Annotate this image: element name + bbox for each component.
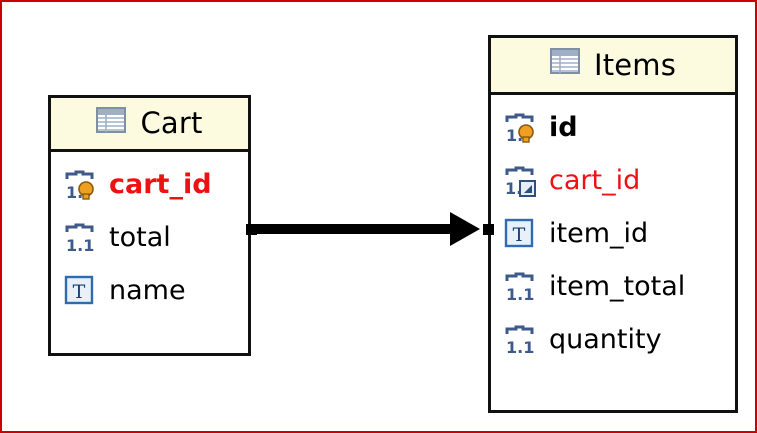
entity-items-title: Items bbox=[593, 47, 677, 82]
attribute-label: cart_id bbox=[109, 169, 212, 200]
entity-cart[interactable]: Cart 1. cart_id 1.1 bbox=[48, 95, 251, 356]
attribute-label: item_id bbox=[549, 218, 649, 249]
attribute-label: total bbox=[109, 222, 171, 253]
table-icon bbox=[96, 106, 130, 141]
numeric-icon: 1.1 bbox=[503, 323, 537, 357]
table-icon bbox=[549, 48, 584, 82]
svg-text:1.1: 1.1 bbox=[66, 236, 94, 255]
entity-items-attributes: 1. id 1. cart_id bbox=[491, 95, 735, 374]
attribute-row-id[interactable]: 1. id bbox=[491, 101, 735, 154]
svg-text:T: T bbox=[73, 281, 86, 303]
entity-cart-title: Cart bbox=[140, 106, 203, 140]
relationship-line[interactable] bbox=[251, 224, 454, 234]
attribute-label: cart_id bbox=[549, 165, 641, 196]
numeric-icon: 1.1 bbox=[503, 270, 537, 304]
svg-text:1.: 1. bbox=[505, 179, 522, 198]
entity-cart-header[interactable]: Cart bbox=[51, 98, 248, 152]
attribute-row-quantity[interactable]: 1.1 quantity bbox=[491, 313, 735, 366]
attribute-row-item-total[interactable]: 1.1 item_total bbox=[491, 260, 735, 313]
numeric-icon: 1.1 bbox=[63, 221, 97, 255]
attribute-label: id bbox=[549, 112, 578, 143]
entity-items[interactable]: Items 1. id 1. bbox=[488, 35, 738, 413]
relationship-handle-end[interactable] bbox=[482, 223, 494, 235]
relationship-handle-start[interactable] bbox=[245, 223, 257, 235]
entity-cart-attributes: 1. cart_id 1.1 total bbox=[51, 152, 248, 325]
foreign-key-icon: 1. bbox=[503, 164, 537, 198]
attribute-row-item-id[interactable]: T item_id bbox=[491, 207, 735, 260]
entity-items-header[interactable]: Items bbox=[491, 38, 735, 95]
attribute-label: quantity bbox=[549, 324, 662, 355]
relationship-arrowhead bbox=[450, 212, 480, 246]
text-icon: T bbox=[63, 274, 97, 308]
text-icon: T bbox=[503, 217, 537, 251]
attribute-row-cart-id[interactable]: 1. cart_id bbox=[491, 154, 735, 207]
attribute-row-total[interactable]: 1.1 total bbox=[51, 211, 248, 264]
primary-key-icon: 1. bbox=[63, 168, 97, 202]
svg-text:1.1: 1.1 bbox=[506, 338, 534, 357]
attribute-label: item_total bbox=[549, 271, 686, 302]
svg-text:1.1: 1.1 bbox=[506, 285, 534, 304]
relationship-handle-mid[interactable] bbox=[366, 225, 373, 233]
attribute-label: name bbox=[109, 275, 186, 306]
svg-text:T: T bbox=[513, 224, 526, 246]
attribute-row-cart-id[interactable]: 1. cart_id bbox=[51, 158, 248, 211]
primary-key-icon: 1. bbox=[503, 111, 537, 145]
attribute-row-name[interactable]: T name bbox=[51, 264, 248, 317]
